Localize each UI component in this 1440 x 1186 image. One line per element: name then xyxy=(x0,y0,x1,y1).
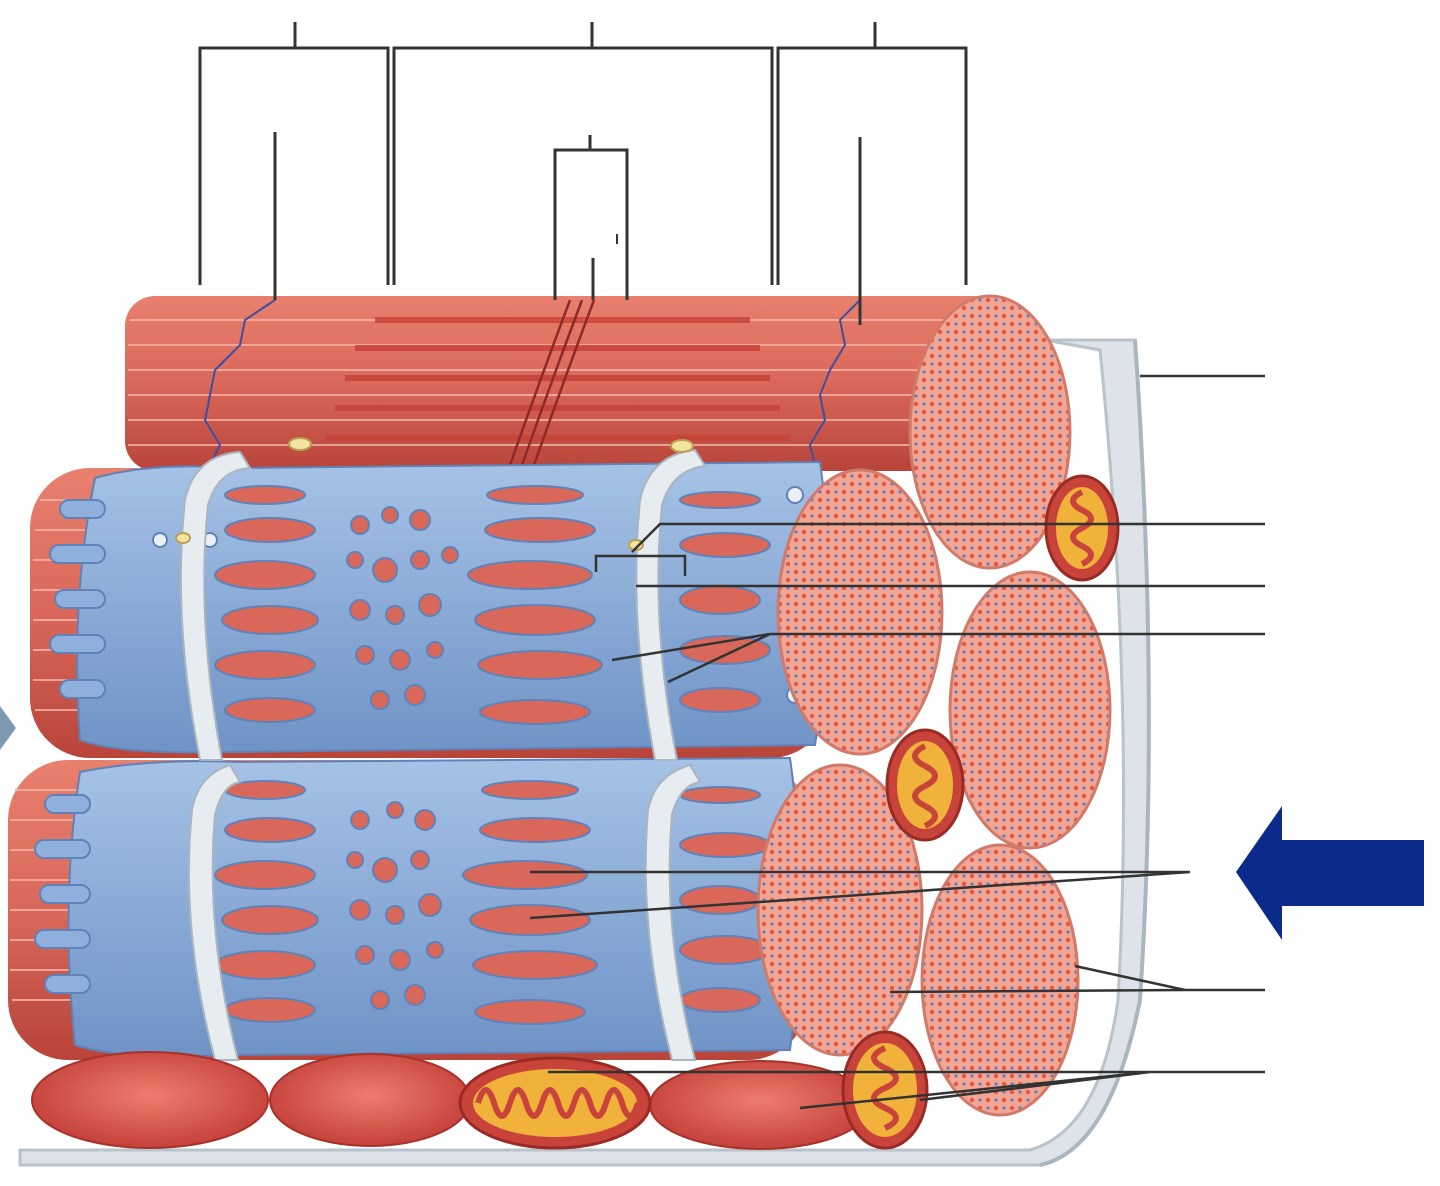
bracket-inner xyxy=(553,135,629,300)
right-leader-lines xyxy=(529,374,1265,1110)
leader-myofibrils xyxy=(529,870,1191,920)
top-brackets xyxy=(198,22,968,325)
bracket-right xyxy=(776,22,968,285)
mitochondria xyxy=(458,474,1120,1150)
mitochondrion-bottom-center xyxy=(458,1056,652,1150)
leader-mitochondria xyxy=(548,1070,1265,1110)
bracket-center xyxy=(392,22,774,285)
pointer-arrow xyxy=(1236,806,1424,940)
t-tubules xyxy=(179,448,707,1061)
leader-cross-sections xyxy=(889,964,1265,994)
bottom-capillary-cells xyxy=(31,1051,871,1150)
mitochondrion-bottom-right xyxy=(841,1030,929,1150)
myofibril-cross-sections xyxy=(756,468,1112,1117)
sarcoplasmic-reticulum-bottom xyxy=(34,756,801,1058)
mitochondrion-top xyxy=(1044,474,1120,582)
mitochondrion-middle xyxy=(885,728,965,842)
myofibril-top-cross-section xyxy=(908,294,1072,570)
leader-sarcoplasmic-reticulum xyxy=(611,632,1265,684)
bracket-left xyxy=(198,22,390,285)
side-arrow-fragment xyxy=(0,706,16,750)
leader-triad xyxy=(594,522,1265,576)
sarcoplasmic-reticulum-middle xyxy=(49,460,830,754)
z-disc-left xyxy=(203,299,276,466)
z-disc-right xyxy=(808,299,861,466)
myofibril-top xyxy=(125,294,1072,570)
